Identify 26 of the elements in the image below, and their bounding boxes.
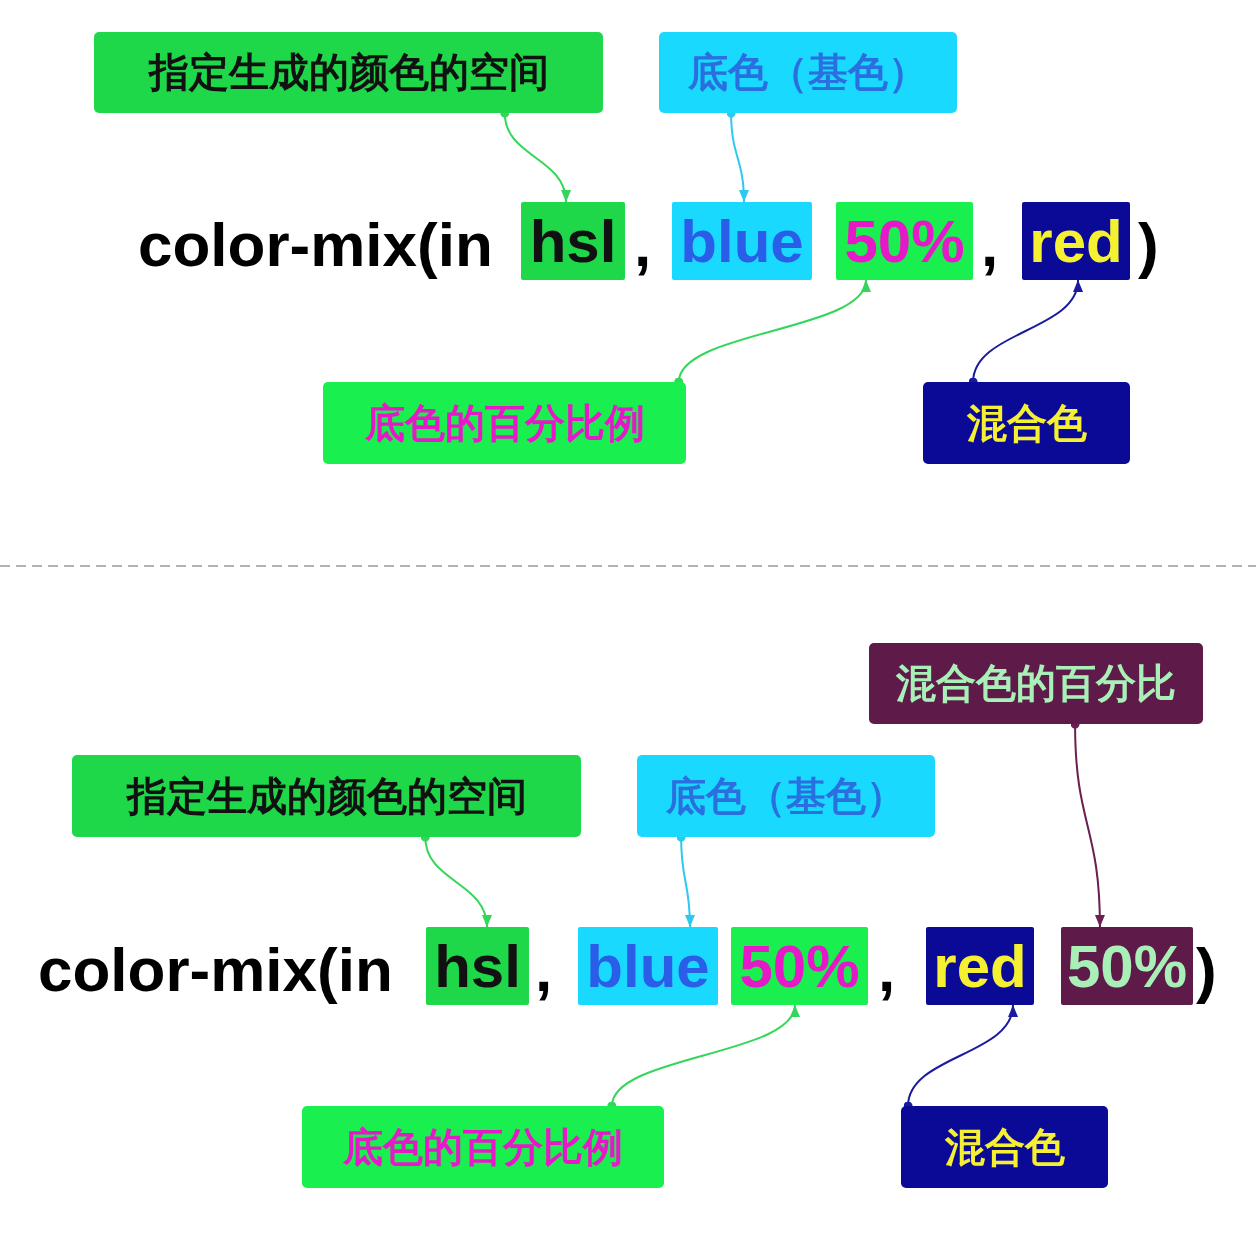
code-text: color-mix(in [138,210,493,280]
code-punctuation: ) [1138,210,1159,280]
callout-box: 底色（基色） [637,755,935,837]
callout-box: 混合色 [923,382,1130,464]
callout-box: 底色（基色） [659,32,957,113]
code-punctuation: , [535,935,553,1005]
code-punctuation: ) [1196,935,1217,1005]
code-token: blue [672,202,812,280]
callout-box: 混合色的百分比 [869,643,1203,724]
code-token: 50% [731,927,868,1005]
code-punctuation: , [878,935,896,1005]
callout-box: 底色的百分比例 [302,1106,664,1188]
code-text: color-mix(in [38,935,393,1005]
code-token: 50% [836,202,973,280]
code-token: hsl [426,927,529,1005]
code-punctuation: , [981,210,999,280]
code-punctuation: , [634,210,652,280]
callout-box: 指定生成的颜色的空间 [72,755,581,837]
code-token: 50% [1061,927,1193,1005]
callout-box: 混合色 [901,1106,1108,1188]
code-token: red [1022,202,1130,280]
code-token: red [926,927,1034,1005]
code-token: hsl [521,202,625,280]
callout-box: 底色的百分比例 [323,382,686,464]
code-token: blue [578,927,718,1005]
callout-box: 指定生成的颜色的空间 [94,32,603,113]
